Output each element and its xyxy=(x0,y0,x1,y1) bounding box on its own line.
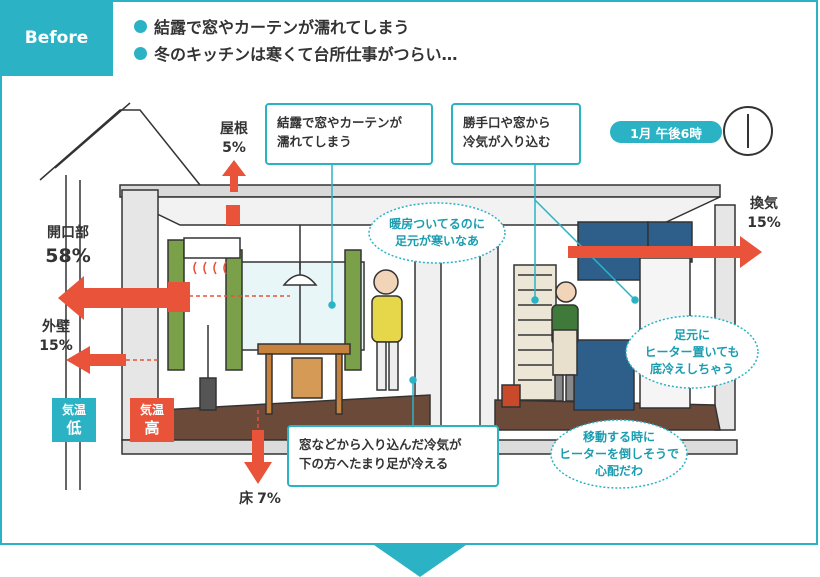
label-roof: 屋根 5% xyxy=(220,121,248,156)
heat-loss-dashes xyxy=(126,251,612,430)
bullet-dot-icon xyxy=(134,19,147,33)
roof-arrow xyxy=(222,160,246,192)
callout-backdoor: 勝手口や窓から 冷気が入り込む xyxy=(451,103,581,165)
headline-condensation: 結露で窓やカーテンが濡れてしまう xyxy=(134,14,410,38)
floor-arrow xyxy=(244,430,272,484)
heat-loss-arrows xyxy=(58,160,762,484)
headline-kitchen-cold: 冬のキッチンは寒くて台所仕事がつらい… xyxy=(134,41,458,65)
air-conditioner xyxy=(183,237,241,259)
cloud-bubbles xyxy=(368,202,759,489)
warm-air-lines xyxy=(193,261,227,275)
cloud-heater: 足元に ヒーター置いても 底冷えしちゃう xyxy=(644,327,740,376)
temp-high-badge: 気温 高 xyxy=(130,398,174,442)
cloud-heating: 暖房ついてるのに 足元が寒いなあ xyxy=(389,217,485,248)
opening-arrow xyxy=(58,276,168,320)
label-vent: 換気 15% xyxy=(747,196,781,231)
before-badge: Before xyxy=(0,0,113,76)
person-living-room xyxy=(371,269,403,391)
person-kitchen xyxy=(551,281,579,402)
label-floor: 床 7% xyxy=(239,491,281,507)
dining-table xyxy=(257,343,351,415)
label-wall: 外壁 15% xyxy=(39,319,73,354)
time-badge: 1月 午後6時 xyxy=(610,121,722,143)
cloud-moving: 移動する時に ヒーターを倒しそうで 心配だわ xyxy=(558,429,679,478)
next-arrow-icon xyxy=(374,545,466,577)
label-opening: 開口部 58% xyxy=(45,225,91,267)
wall-arrow xyxy=(66,346,126,374)
pendant-lamp xyxy=(282,225,318,286)
vent-arrow xyxy=(568,236,762,268)
bullet-dot-icon xyxy=(134,46,147,60)
space-heater xyxy=(501,384,521,408)
temp-low-badge: 気温 低 xyxy=(52,398,96,442)
clock-icon xyxy=(723,106,773,156)
floor-plant xyxy=(199,325,217,411)
callout-cold-air: 窓などから入り込んだ冷気が 下の方へたまり足が冷える xyxy=(287,425,499,487)
callout-condensation: 結露で窓やカーテンが 濡れてしまう xyxy=(265,103,433,165)
